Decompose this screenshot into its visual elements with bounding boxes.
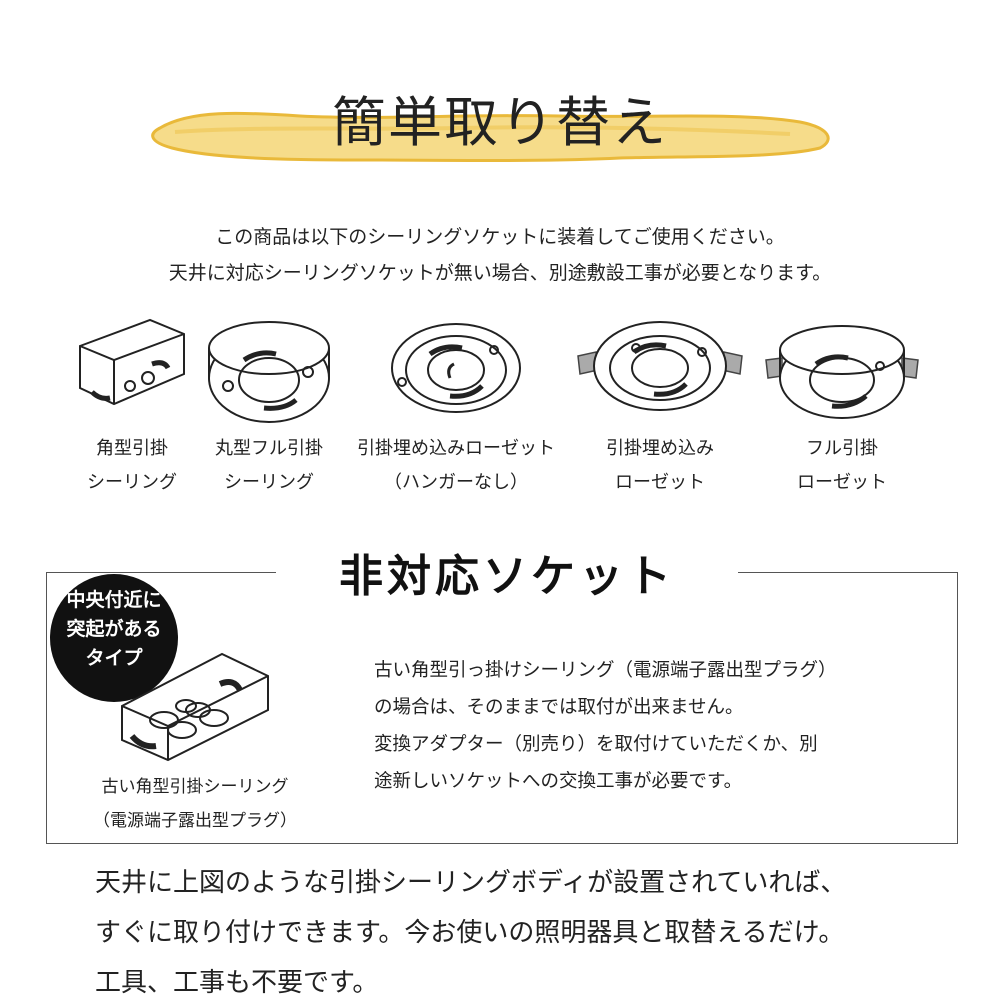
- round-socket-icon: [208, 321, 330, 423]
- intro-line-2: 天井に対応シーリングソケットが無い場合、別途敷設工事が必要となります。: [168, 262, 832, 284]
- installation-note: 天井に上図のような引掛シーリングボディが設置されていれば、 すぐに取り付けできま…: [95, 858, 975, 1008]
- badge-line-1: 中央付近に: [66, 589, 162, 611]
- socket-label-3a: 引掛埋め込みローゼット: [357, 438, 555, 459]
- square-socket-icon: [79, 318, 185, 406]
- brush-stroke-decoration: [151, 111, 830, 162]
- bottom-line-1: 天井に上図のような引掛シーリングボディが設置されていれば、: [95, 868, 847, 898]
- socket-label-5b: ローゼット: [797, 472, 887, 493]
- bottom-line-3: 工具、工事も不要です。: [95, 968, 379, 998]
- protrusion-badge: 中央付近に 突起がある タイプ: [50, 574, 178, 702]
- socket-label-3b: （ハンガーなし）: [384, 472, 528, 493]
- badge-line-3: タイプ: [85, 647, 143, 669]
- badge-line-2: 突起がある: [66, 618, 162, 640]
- socket-label-1b: シーリング: [87, 472, 177, 493]
- embedded-rosette-hanger-icon: [577, 321, 743, 411]
- socket-label-1a: 角型引掛: [96, 438, 168, 459]
- desc-line-2: の場合は、そのままでは取付が出来ません。: [374, 697, 744, 718]
- socket-label-4a: 引掛埋め込み: [606, 438, 714, 459]
- old-socket-caption-2: （電源端子露出型プラグ）: [93, 811, 297, 831]
- old-square-socket-icon: [121, 652, 269, 762]
- desc-line-4: 途新しいソケットへの交換工事が必要です。: [374, 771, 743, 792]
- socket-label-2b: シーリング: [224, 472, 314, 493]
- bottom-line-2: すぐに取り付けできます。今お使いの照明器具と取替えるだけ。: [95, 918, 845, 948]
- intro-line-1: この商品は以下のシーリングソケットに装着してご使用ください。: [215, 226, 785, 248]
- desc-line-3: 変換アダプター（別売り）を取付けていただくか、別: [374, 734, 818, 755]
- desc-line-1: 古い角型引っ掛けシーリング（電源端子露出型プラグ）: [374, 660, 837, 681]
- page-title: 簡単取り替え: [332, 91, 668, 154]
- embedded-rosette-icon: [391, 323, 521, 413]
- unsupported-title: 非対応ソケット: [276, 545, 738, 609]
- socket-label-5a: フル引掛: [806, 438, 878, 459]
- socket-label-2a: 丸型フル引掛: [215, 438, 323, 459]
- old-socket-caption-1: 古い角型引掛シーリング: [101, 777, 289, 797]
- socket-label-4b: ローゼット: [615, 472, 705, 493]
- unsupported-description: 古い角型引っ掛けシーリング（電源端子露出型プラグ） の場合は、そのままでは取付が…: [374, 652, 934, 800]
- full-hook-rosette-icon: [765, 325, 919, 419]
